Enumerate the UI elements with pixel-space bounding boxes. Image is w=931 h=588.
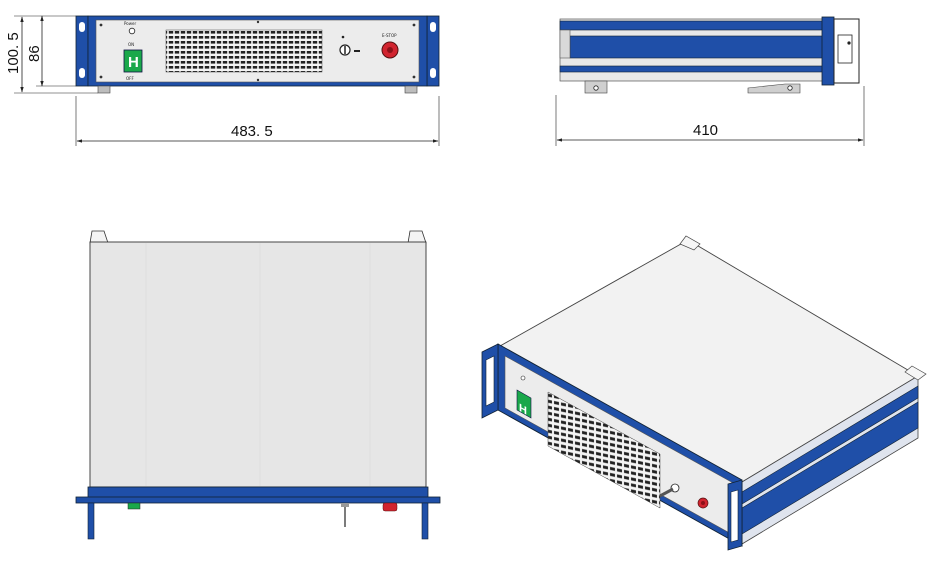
front-width-label: 483. 5 (231, 123, 273, 140)
side-rail-bottom (559, 65, 831, 73)
iso-power-indicator (520, 375, 526, 381)
ear-slot (430, 68, 436, 78)
display-char: H (128, 54, 139, 71)
top-body (89, 241, 427, 488)
top-rack-ears (75, 496, 441, 504)
foot (97, 85, 111, 94)
front-height-overall-label: 100. 5 (5, 32, 22, 74)
side-rail-top (559, 20, 831, 31)
front-view: Power H OFF ON E-STOP 483. 5 100. 5 86 (5, 15, 440, 146)
top-view (75, 230, 441, 540)
power-label: Power (124, 21, 136, 26)
vent-grille (165, 29, 323, 73)
side-front-frame (821, 16, 835, 86)
ear-slot (79, 68, 85, 78)
ear-slot (79, 22, 85, 32)
handle-left (87, 502, 95, 540)
side-view: 410 (555, 16, 865, 146)
off-label: OFF (126, 76, 134, 81)
foot (404, 85, 418, 94)
display-knob (127, 502, 141, 510)
iso-display-char: H (519, 400, 527, 417)
ear-slot (430, 22, 436, 32)
handle-right (421, 502, 429, 540)
iso-display-window (516, 389, 532, 419)
iso-view: H (481, 235, 927, 551)
estop-label: E-STOP (382, 33, 397, 38)
front-height-body-label: 86 (26, 45, 43, 62)
iso-vent-grille (547, 391, 661, 509)
display-window (123, 49, 143, 73)
foot (747, 83, 801, 94)
estop-knob (382, 502, 398, 512)
power-indicator (128, 27, 136, 35)
side-depth-label: 410 (693, 122, 718, 139)
side-rail-mid (569, 35, 831, 59)
on-label: ON (128, 42, 134, 47)
